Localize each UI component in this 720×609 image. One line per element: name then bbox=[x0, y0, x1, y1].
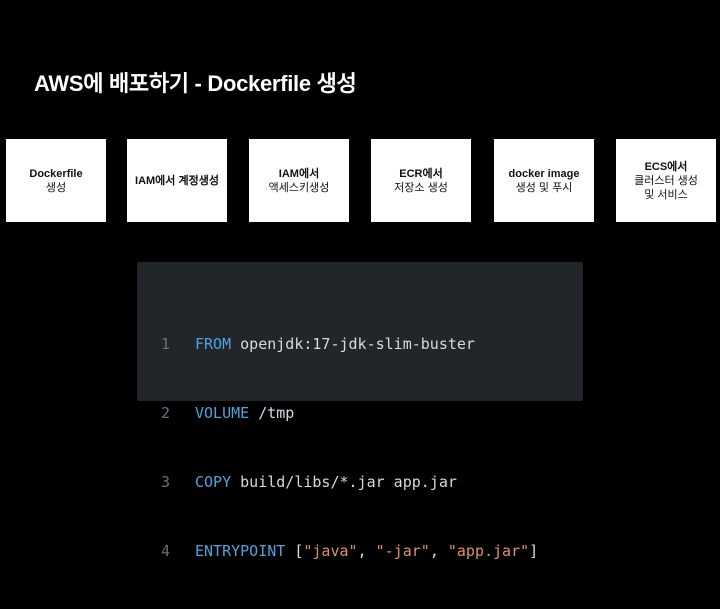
code-text: ] bbox=[529, 542, 539, 560]
step-title: ECS에서 bbox=[644, 160, 688, 173]
code-keyword: COPY bbox=[195, 473, 232, 491]
code-text: , bbox=[357, 542, 376, 560]
step-title: IAM에서 bbox=[278, 167, 320, 180]
code-text: /tmp bbox=[249, 404, 295, 422]
step-dockerfile: Dockerfile 생성 bbox=[6, 139, 106, 222]
step-iam-accesskey: IAM에서 액세스키생성 bbox=[249, 139, 349, 222]
step-subtitle: 액세스키생성 bbox=[268, 181, 330, 194]
code-text: build/libs/*.jar app.jar bbox=[231, 473, 457, 491]
step-title: ECR에서 bbox=[399, 167, 443, 180]
step-iam-account: IAM에서 계정생성 bbox=[127, 139, 227, 222]
code-string: "java" bbox=[303, 542, 358, 560]
step-title: IAM에서 계정생성 bbox=[135, 174, 219, 187]
code-keyword: ENTRYPOINT bbox=[195, 542, 286, 560]
slide-title: AWS에 배포하기 - Dockerfile 생성 bbox=[34, 71, 357, 96]
step-subtitle: 클러스터 생성 bbox=[634, 174, 698, 187]
step-title: docker image bbox=[508, 167, 580, 180]
code-line: 1 FROM openjdk:17-jdk-slim-buster bbox=[161, 333, 538, 356]
line-number: 4 bbox=[161, 542, 171, 560]
step-subtitle: 생성 및 푸시 bbox=[515, 181, 573, 194]
line-number: 3 bbox=[161, 473, 171, 491]
code-text: , bbox=[429, 542, 448, 560]
code-string: "app.jar" bbox=[447, 542, 530, 560]
code-line: 4 ENTRYPOINT ["java", "-jar", "app.jar"] bbox=[161, 540, 538, 563]
line-number: 2 bbox=[161, 404, 171, 422]
code-line: 3 COPY build/libs/*.jar app.jar bbox=[161, 471, 538, 494]
code-lines: 1 FROM openjdk:17-jdk-slim-buster 2 VOLUME… bbox=[161, 287, 538, 609]
step-docker-image: docker image 생성 및 푸시 bbox=[494, 139, 594, 222]
code-text: openjdk:17-jdk-slim-buster bbox=[231, 335, 475, 353]
step-subtitle-2: 및 서비스 bbox=[644, 188, 688, 201]
line-number: 1 bbox=[161, 335, 171, 353]
step-title: Dockerfile bbox=[29, 167, 83, 180]
code-keyword: FROM bbox=[195, 335, 232, 353]
code-string: "-jar" bbox=[375, 542, 430, 560]
code-text: [ bbox=[285, 542, 304, 560]
code-block: 1 FROM openjdk:17-jdk-slim-buster 2 VOLUME… bbox=[137, 262, 583, 560]
step-ecr-repo: ECR에서 저장소 생성 bbox=[371, 139, 471, 222]
process-steps: Dockerfile 생성 IAM에서 계정생성 IAM에서 액세스키생성 EC… bbox=[0, 139, 720, 222]
code-keyword: VOLUME bbox=[195, 404, 250, 422]
step-subtitle: 생성 bbox=[45, 181, 67, 194]
step-ecs-cluster: ECS에서 클러스터 생성 및 서비스 bbox=[616, 139, 716, 222]
step-subtitle: 저장소 생성 bbox=[394, 181, 448, 194]
code-line: 2 VOLUME /tmp bbox=[161, 402, 538, 425]
